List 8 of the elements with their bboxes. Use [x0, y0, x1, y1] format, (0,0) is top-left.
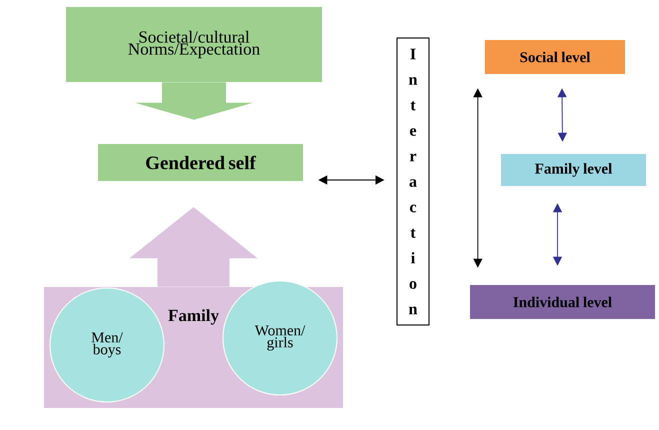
gendered-self-box: Gendered self — [98, 144, 303, 181]
family-level-box: Family level — [501, 154, 646, 186]
block-arrow — [135, 82, 253, 120]
interaction-box: Interaction — [396, 38, 430, 326]
individual-level-box: Individual level — [470, 284, 655, 319]
block-arrow — [130, 207, 258, 287]
social-level-box: Social level — [485, 40, 625, 74]
norms-box: Societal/cultural Norms/Expectation — [66, 7, 322, 82]
